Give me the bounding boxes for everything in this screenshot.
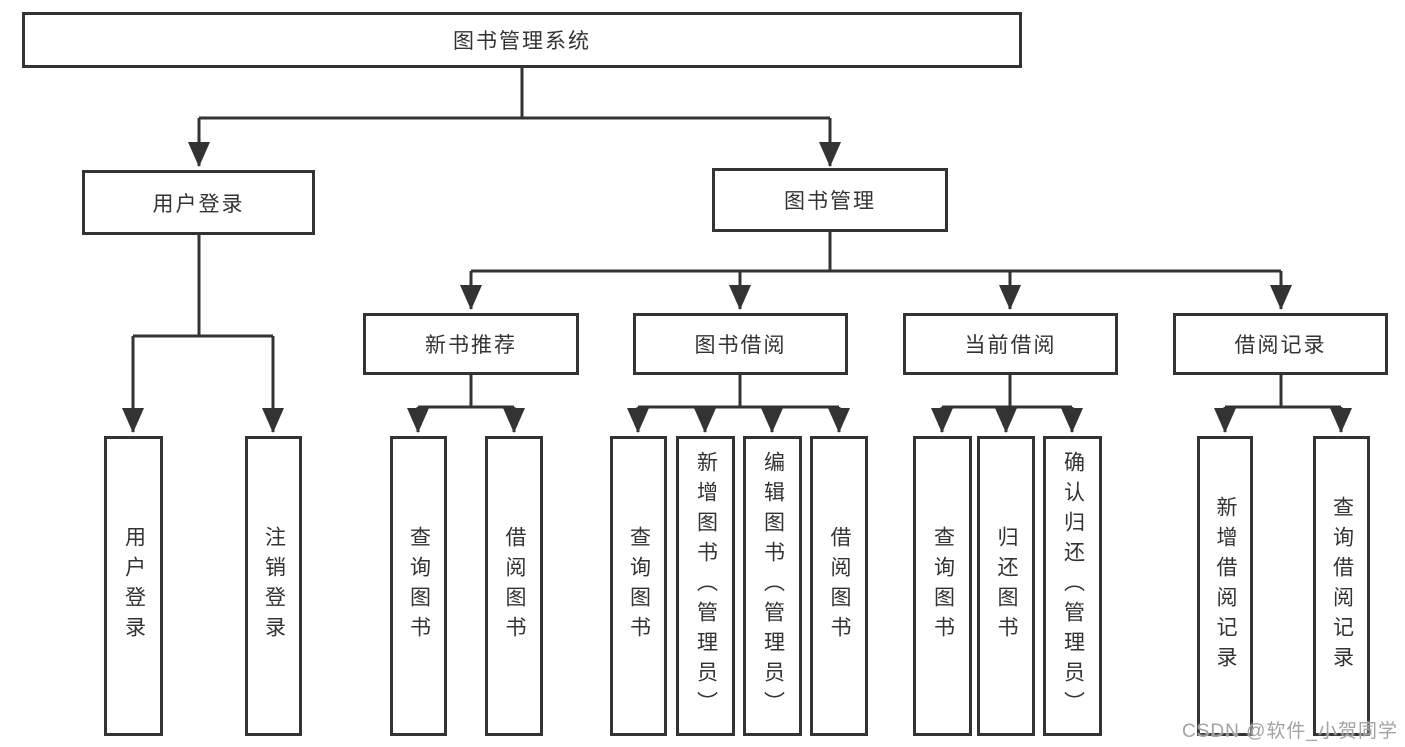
edge-group: [122, 68, 1352, 433]
node-current-borrowing-label: 当前借阅: [964, 334, 1057, 357]
leaf-bb-edit-books-label: 编辑图书（管理员）: [761, 451, 785, 721]
leaf-cb-query-books: 查询图书: [913, 436, 972, 736]
leaf-cb-confirm-return-label: 确认归还（管理员）: [1061, 451, 1085, 721]
leaf-cb-return-books-label: 归还图书: [995, 526, 1018, 646]
node-borrow-records-label: 借阅记录: [1234, 334, 1327, 357]
leaf-bb-add-books: 新增图书（管理员）: [676, 436, 735, 736]
leaf-user-login-label: 用户登录: [122, 526, 146, 646]
node-book-borrowing-label: 图书借阅: [694, 334, 787, 357]
leaf-cb-query-books-label: 查询图书: [931, 526, 955, 646]
leaf-logout-label: 注销登录: [262, 526, 286, 646]
node-root-label: 图书管理系统: [453, 30, 591, 53]
node-user-login: 用户登录: [82, 170, 315, 235]
leaf-cb-return-books: 归还图书: [977, 436, 1035, 736]
node-user-login-label: 用户登录: [152, 192, 245, 216]
leaf-br-query-record-label: 查询借阅记录: [1330, 496, 1354, 676]
leaf-nb-query-books-label: 查询图书: [407, 526, 431, 646]
node-new-book-recommend: 新书推荐: [363, 313, 579, 375]
leaf-br-add-record: 新增借阅记录: [1197, 436, 1253, 736]
node-book-management: 图书管理: [712, 168, 948, 232]
leaf-bb-borrow-books-label: 借阅图书: [828, 526, 851, 646]
node-book-management-label: 图书管理: [784, 190, 876, 213]
node-book-borrowing: 图书借阅: [633, 313, 848, 375]
leaf-br-add-record-label: 新增借阅记录: [1214, 496, 1237, 676]
leaf-nb-borrow-books-label: 借阅图书: [503, 526, 526, 646]
leaf-bb-query-books: 查询图书: [610, 436, 667, 736]
leaf-cb-confirm-return: 确认归还（管理员）: [1043, 436, 1102, 736]
node-root-system: 图书管理系统: [22, 12, 1022, 68]
leaf-bb-edit-books: 编辑图书（管理员）: [743, 436, 802, 736]
leaf-user-login: 用户登录: [104, 436, 163, 736]
node-new-book-recommend-label: 新书推荐: [425, 334, 517, 357]
node-borrow-records: 借阅记录: [1173, 313, 1388, 375]
leaf-bb-add-books-label: 新增图书（管理员）: [694, 451, 718, 721]
leaf-bb-borrow-books: 借阅图书: [810, 436, 868, 736]
node-current-borrowing: 当前借阅: [903, 313, 1118, 375]
leaf-bb-query-books-label: 查询图书: [627, 526, 651, 646]
leaf-nb-borrow-books: 借阅图书: [485, 436, 543, 736]
csdn-watermark: CSDN @软件_小贺同学: [1182, 721, 1398, 742]
leaf-br-query-record: 查询借阅记录: [1313, 436, 1370, 736]
leaf-nb-query-books: 查询图书: [390, 436, 447, 736]
leaf-logout: 注销登录: [245, 436, 302, 736]
